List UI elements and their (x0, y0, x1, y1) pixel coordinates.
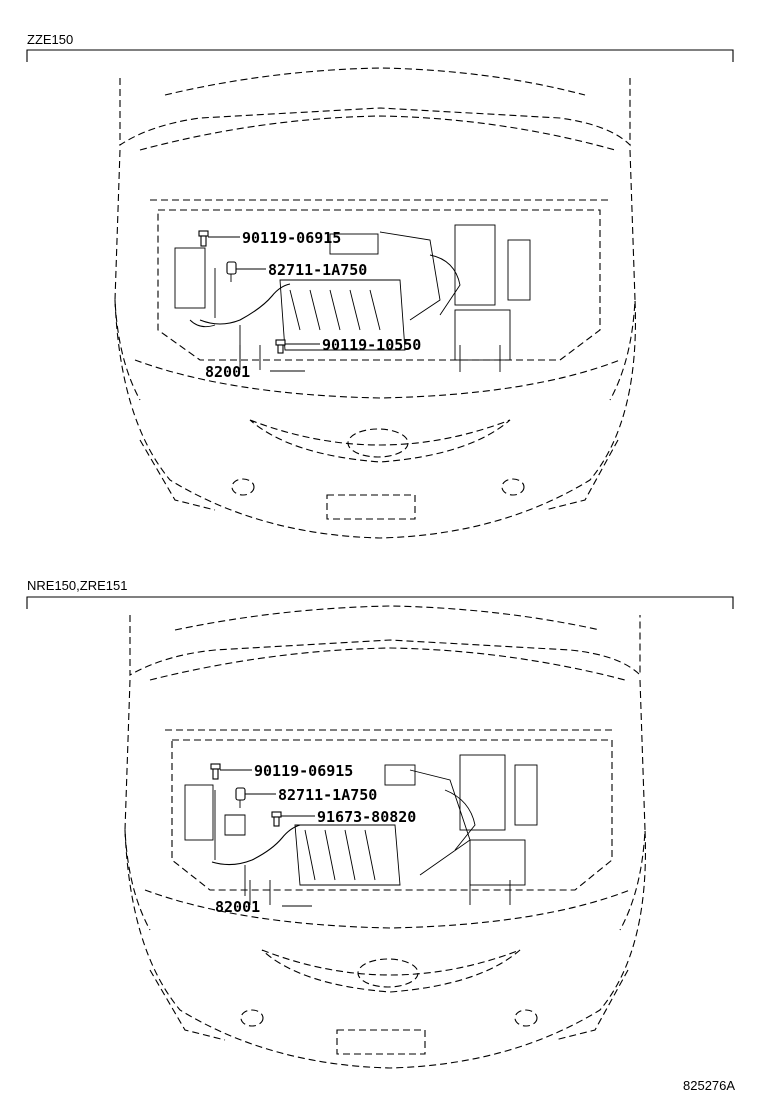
bolt-icon (198, 230, 209, 247)
part-number-82711-1a750: 82711-1A750 (278, 786, 377, 804)
bolt-icon (271, 811, 282, 827)
bolt-icon (275, 339, 286, 354)
section-nre150-zre151: NRE150,ZRE151 (26, 578, 734, 1069)
part-number-90119-10550: 90119-10550 (322, 336, 421, 354)
engine-assembly-2 (184, 754, 538, 905)
section-zze150: ZZE150 (26, 32, 734, 539)
section-1-model-label: ZZE150 (27, 32, 73, 47)
part-number-82001: 82001 (205, 363, 250, 381)
clamp-icon (226, 261, 237, 282)
section-2-bracket (26, 596, 734, 609)
reference-code: 825276A (683, 1078, 735, 1093)
part-number-91673-80820: 91673-80820 (317, 808, 416, 826)
part-number-90119-06915: 90119-06915 (254, 762, 353, 780)
part-number-90119-06915: 90119-06915 (242, 229, 341, 247)
section-2-model-label: NRE150,ZRE151 (27, 578, 127, 593)
section-1-bracket (26, 49, 734, 62)
car-front-illustration-2 (124, 605, 646, 1069)
engine-wire-harness-1 (199, 283, 291, 325)
car-front-illustration-1 (114, 67, 636, 539)
part-number-82711-1a750: 82711-1A750 (268, 261, 367, 279)
clamp-icon (235, 787, 246, 808)
bolt-icon (210, 763, 221, 780)
part-number-82001: 82001 (215, 898, 260, 916)
engine-wire-harness-2 (211, 824, 301, 866)
